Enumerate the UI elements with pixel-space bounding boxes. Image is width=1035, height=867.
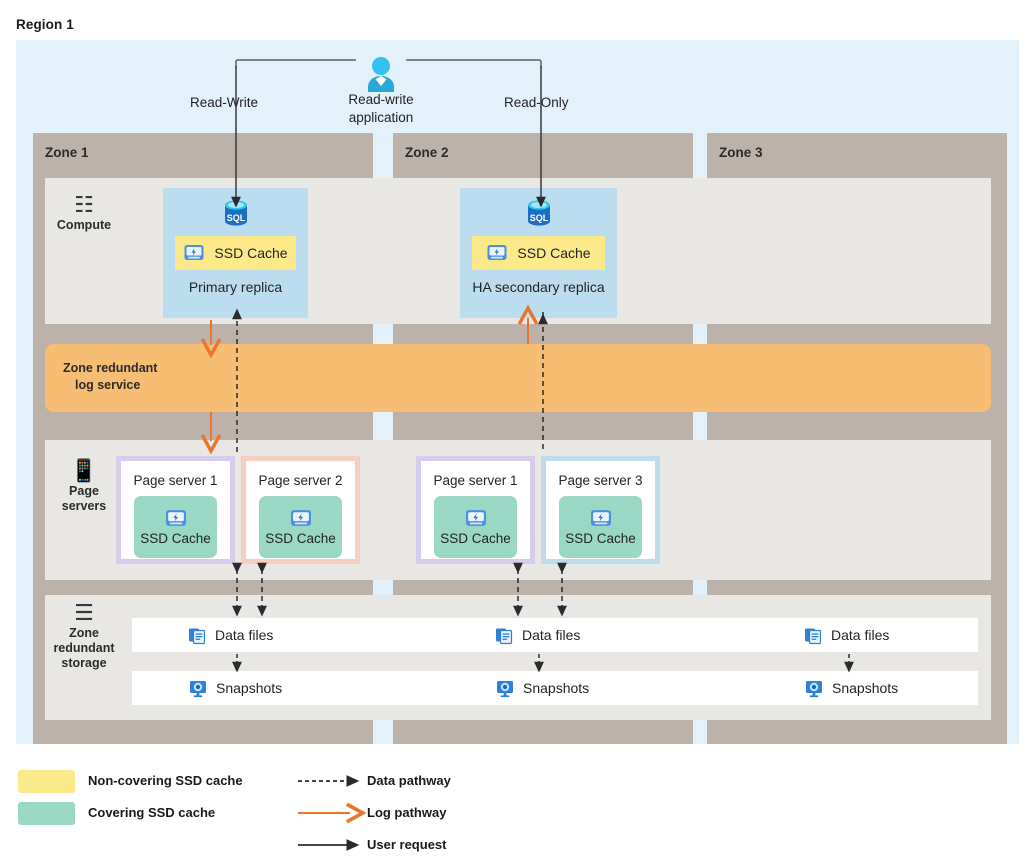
legend-swatch-covering	[18, 802, 75, 825]
snapshot-icon	[497, 680, 513, 697]
data-files-row: Data files Data files Data files	[132, 618, 978, 652]
primary-ssd-cache: SSD Cache	[175, 236, 296, 270]
legend-label-user-request: User request	[367, 837, 447, 852]
legend-label-log-pathway: Log pathway	[367, 805, 447, 820]
page-server-title: Page server 2	[258, 473, 343, 488]
page-server-card-z1-1[interactable]: Page server 1 SSD Cache	[116, 456, 235, 564]
data-files-cell-zone3[interactable]: Data files	[804, 618, 889, 652]
page-server-ssd-cache: SSD Cache	[259, 496, 342, 558]
app-label-line2: application	[348, 110, 414, 125]
snapshots-label: Snapshots	[832, 680, 899, 696]
snapshots-label: Snapshots	[523, 680, 590, 696]
rail-compute: ☷ Compute	[42, 192, 126, 233]
zone-title-3: Zone 3	[719, 145, 763, 160]
data-files-icon	[189, 628, 206, 644]
legend-line-samples	[298, 775, 388, 851]
rail-compute-label: Compute	[56, 218, 112, 232]
snapshot-icon	[190, 680, 206, 697]
user-icon	[368, 57, 394, 92]
data-files-label: Data files	[831, 627, 890, 643]
ssd-cache-icon	[590, 510, 611, 526]
svg-text:SQL: SQL	[226, 213, 245, 223]
snapshots-label: Snapshots	[216, 680, 283, 696]
page-server-card-z2-1[interactable]: Page server 1 SSD Cache	[416, 456, 535, 564]
data-files-label: Data files	[522, 627, 581, 643]
ssd-cache-icon	[290, 510, 311, 526]
page-server-card-z2-3[interactable]: Page server 3 SSD Cache	[541, 456, 660, 564]
snapshots-cell-zone1[interactable]: Snapshots	[188, 671, 282, 705]
snapshot-icon	[806, 680, 822, 697]
ha-ssd-cache: SSD Cache	[472, 236, 605, 270]
primary-replica-card[interactable]: SQL SSD Cache Primary replica	[163, 188, 308, 318]
page-server-title: Page server 1	[433, 473, 518, 488]
rail-storage: ☰ Zone redundant storage	[42, 600, 126, 671]
rail-storage-label-3: storage	[61, 656, 107, 670]
rail-page-servers: 📱 Page servers	[42, 458, 126, 514]
snapshots-cell-zone2[interactable]: Snapshots	[495, 671, 589, 705]
zone-title-1: Zone 1	[45, 145, 89, 160]
data-files-cell-zone2[interactable]: Data files	[495, 618, 580, 652]
data-files-icon	[805, 628, 822, 644]
legend: Non-covering SSD cache Covering SSD cach…	[18, 765, 1018, 865]
legend-label-covering: Covering SSD cache	[88, 805, 216, 820]
page-server-cache-label: SSD Cache	[140, 531, 211, 546]
ssd-cache-icon	[487, 245, 507, 260]
page-server-cache-label: SSD Cache	[565, 531, 636, 546]
legend-swatch-non-covering	[18, 770, 75, 793]
legend-label-data-pathway: Data pathway	[367, 773, 451, 788]
rail-page-servers-label-1: Page	[69, 484, 99, 498]
zone-title-2: Zone 2	[405, 145, 449, 160]
data-files-cell-zone1[interactable]: Data files	[188, 618, 273, 652]
storage-stack-icon: ☰	[74, 600, 94, 625]
read-write-application-label: Read-write application	[330, 91, 432, 127]
legend-label-non-covering: Non-covering SSD cache	[88, 773, 243, 788]
ha-replica-caption: HA secondary replica	[472, 279, 605, 295]
page-server-card-z1-2[interactable]: Page server 2 SSD Cache	[241, 456, 360, 564]
data-files-icon	[496, 628, 513, 644]
app-label-line1: Read-write	[348, 92, 414, 107]
snapshots-cell-zone3[interactable]: Snapshots	[804, 671, 898, 705]
page-title: Region 1	[16, 17, 74, 32]
log-service-label-line1: Zone redundant	[63, 361, 158, 375]
log-service-label: Zone redundant log service	[63, 360, 157, 394]
ssd-cache-icon	[465, 510, 486, 526]
primary-replica-caption: Primary replica	[188, 279, 283, 295]
read-write-application-icon	[363, 55, 399, 102]
page-server-ssd-cache: SSD Cache	[434, 496, 517, 558]
page-server-ssd-cache: SSD Cache	[559, 496, 642, 558]
snapshots-row: Snapshots Snapshots Snapshots	[132, 671, 978, 705]
read-only-branch-label: Read-Only	[504, 95, 569, 110]
ssd-cache-icon	[184, 245, 204, 260]
page-server-ssd-cache: SSD Cache	[134, 496, 217, 558]
rail-storage-label-2: redundant	[53, 641, 115, 655]
data-files-label: Data files	[215, 627, 274, 643]
page-server-cache-label: SSD Cache	[265, 531, 336, 546]
server-device-icon: 📱	[70, 458, 98, 483]
rail-storage-label-1: Zone	[69, 626, 99, 640]
log-service-label-line2: log service	[75, 378, 141, 392]
primary-ssd-cache-label: SSD Cache	[214, 245, 288, 261]
read-write-branch-label: Read-Write	[190, 95, 259, 110]
sql-database-icon: SQL	[527, 200, 550, 226]
zone-redundant-log-service: Zone redundant log service	[45, 344, 991, 412]
cpu-chip-icon: ☷	[74, 192, 94, 217]
page-server-cache-label: SSD Cache	[440, 531, 511, 546]
rail-page-servers-label-2: servers	[61, 499, 107, 513]
sql-database-icon: SQL	[224, 200, 247, 226]
ha-secondary-replica-card[interactable]: SQL SSD Cache HA secondary replica	[460, 188, 617, 318]
svg-text:SQL: SQL	[529, 213, 548, 223]
ha-ssd-cache-label: SSD Cache	[517, 245, 591, 261]
page-server-title: Page server 3	[558, 473, 643, 488]
ssd-cache-icon	[165, 510, 186, 526]
page-server-title: Page server 1	[133, 473, 218, 488]
